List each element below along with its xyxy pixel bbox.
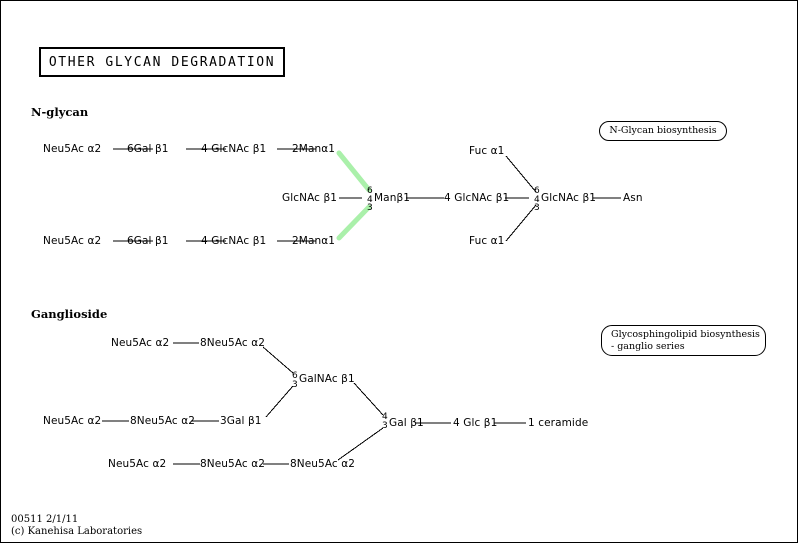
node-glcnac-b1-upper[interactable]: 4 GlcNAc β1	[201, 143, 267, 155]
branch-number-3: 3	[367, 203, 373, 213]
maplink-gsl-line2: - ganglio series	[611, 340, 685, 352]
branch-number-3: 3	[382, 420, 388, 431]
branch-number-4: 4	[534, 194, 540, 205]
section-heading-ganglioside: Ganglioside	[31, 307, 108, 321]
node-neu5ac-a2-upper[interactable]: Neu5Ac α2	[43, 143, 102, 155]
node-man-a1-lower[interactable]: 2Manα1	[292, 235, 336, 247]
node-man-b1-core[interactable]: Manβ1	[374, 192, 411, 204]
node-ceramide[interactable]: 1 ceramide	[528, 417, 589, 429]
footer-map-id: 00511 2/1/11	[11, 514, 79, 525]
branch-number-6: 6	[367, 186, 373, 196]
node-bisecting-glcnac-b1[interactable]: GlcNAc β1	[282, 192, 338, 204]
branch-number-6: 6	[534, 186, 540, 196]
node-fuc-a1-lower[interactable]: Fuc α1	[469, 235, 505, 247]
node-ganglio-r2-gal-b1[interactable]: 3Gal β1	[220, 415, 262, 427]
branch-number-4: 4	[382, 412, 388, 422]
node-glcnac-b1-core-inner[interactable]: 4 GlcNAc β1	[444, 192, 510, 204]
maplink-n-glycan-biosynthesis-label: N-Glycan biosynthesis	[609, 125, 717, 136]
branch-number-3: 3	[534, 203, 540, 213]
node-gal-b1-upper[interactable]: 6Gal β1	[127, 143, 169, 155]
branch-numbers-glcnac-core: 6 4 3	[534, 187, 540, 213]
node-ganglio-r3-8neu5ac-a2-mid[interactable]: 8Neu5Ac α2	[200, 458, 266, 470]
map-title-box: OTHER GLYCAN DEGRADATION	[39, 47, 285, 77]
node-ganglio-r1-8neu5ac-a2[interactable]: 8Neu5Ac α2	[200, 337, 266, 349]
branch-number-6: 6	[292, 371, 298, 381]
node-galnac-b1[interactable]: GalNAc β1	[299, 373, 355, 385]
node-glcnac-b1-lower[interactable]: 4 GlcNAc β1	[201, 235, 267, 247]
branch-numbers-gal: 4 3	[382, 413, 388, 430]
map-title: OTHER GLYCAN DEGRADATION	[48, 54, 276, 70]
node-man-a1-upper[interactable]: 2Manα1	[292, 143, 336, 155]
node-glc-b1[interactable]: 4 Glc β1	[453, 417, 498, 429]
node-fuc-a1-upper[interactable]: Fuc α1	[469, 145, 505, 157]
node-ganglio-r2-8neu5ac-a2[interactable]: 8Neu5Ac α2	[130, 415, 196, 427]
maplink-glycosphingolipid-biosynthesis[interactable]: Glycosphingolipid biosynthesis - ganglio…	[601, 325, 766, 356]
node-ganglio-r3-8neu5ac-a2-end[interactable]: 8Neu5Ac α2	[290, 458, 356, 470]
maplink-gsl-line1: Glycosphingolipid biosynthesis	[611, 329, 760, 340]
node-ganglio-r1-neu5ac-a2[interactable]: Neu5Ac α2	[111, 337, 170, 349]
branch-numbers-galnac: 6 3	[292, 372, 298, 389]
footer-copyright: (c) Kanehisa Laboratories	[11, 526, 143, 537]
branch-number-3: 3	[292, 379, 298, 390]
branch-numbers-man-core: 6 4 3	[367, 187, 373, 213]
node-asn[interactable]: Asn	[623, 192, 643, 204]
branch-number-4: 4	[367, 194, 373, 205]
node-ganglio-r2-neu5ac-a2[interactable]: Neu5Ac α2	[43, 415, 102, 427]
node-ganglio-r3-neu5ac-a2[interactable]: Neu5Ac α2	[108, 458, 167, 470]
node-gal-b1-lower[interactable]: 6Gal β1	[127, 235, 169, 247]
node-neu5ac-a2-lower[interactable]: Neu5Ac α2	[43, 235, 102, 247]
section-heading-n-glycan: N-glycan	[31, 105, 89, 119]
maplink-n-glycan-biosynthesis[interactable]: N-Glycan biosynthesis	[599, 121, 727, 141]
node-glcnac-b1-core-outer[interactable]: GlcNAc β1	[541, 192, 597, 204]
node-gal-b1-core[interactable]: Gal β1	[389, 417, 424, 429]
